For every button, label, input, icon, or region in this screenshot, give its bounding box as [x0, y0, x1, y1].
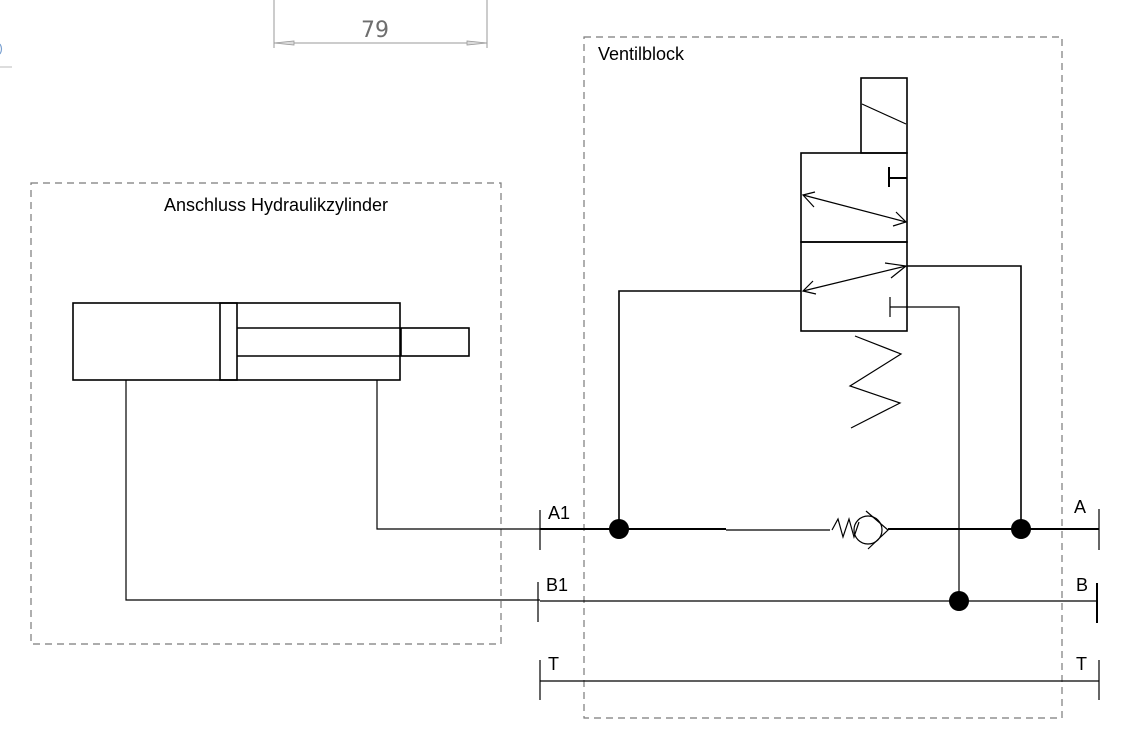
port-t-left-label: T	[548, 654, 559, 674]
port-t-right-label: T	[1076, 654, 1087, 674]
cylinder-piston	[219, 302, 238, 381]
valve-position-2	[800, 241, 908, 332]
dimension-value: 79	[361, 18, 389, 43]
directional-valve	[800, 77, 908, 429]
line-valve-to-a-junction	[907, 265, 1022, 529]
dimension-arrow-right	[466, 40, 488, 46]
cylinder-connection-title: Anschluss Hydraulikzylinder	[164, 195, 388, 215]
line-cap-side-to-b1	[125, 380, 540, 601]
port-a-label: A	[1074, 497, 1086, 517]
flow-arrow-lower-head-left	[801, 280, 817, 295]
line-valve-to-a1-junction	[618, 290, 801, 529]
solenoid-winding-mark	[861, 103, 907, 125]
valve-block-boundary	[583, 36, 1063, 719]
check-valve	[831, 510, 889, 550]
hydraulic-cylinder	[72, 302, 470, 381]
edge-fragment-mark	[0, 43, 3, 55]
valve-block-title: Ventilblock	[598, 44, 685, 64]
flow-arrow-upper-head-right	[892, 211, 908, 227]
port-a1-label: A1	[548, 503, 570, 523]
dimension-79: 79	[273, 0, 488, 48]
flow-arrow-lower	[802, 265, 907, 292]
cylinder-connection-boundary	[30, 182, 502, 645]
flow-arrow-upper	[802, 194, 907, 223]
port-b1-label: B1	[546, 575, 568, 595]
line-rod-side-to-a1	[376, 380, 540, 530]
line-valve-to-b-junction	[907, 306, 960, 601]
port-b-label: B	[1076, 575, 1088, 595]
check-valve-seat	[865, 510, 889, 550]
check-valve-ball	[853, 515, 883, 545]
return-spring	[848, 335, 903, 429]
flow-arrow-lower-head-right	[884, 262, 908, 279]
solenoid-actuator	[860, 77, 908, 154]
valve-position-1	[800, 152, 908, 243]
flow-arrow-upper-head-left	[801, 191, 816, 208]
piston-rod-end	[400, 327, 470, 357]
dimension-arrow-left	[273, 40, 295, 46]
